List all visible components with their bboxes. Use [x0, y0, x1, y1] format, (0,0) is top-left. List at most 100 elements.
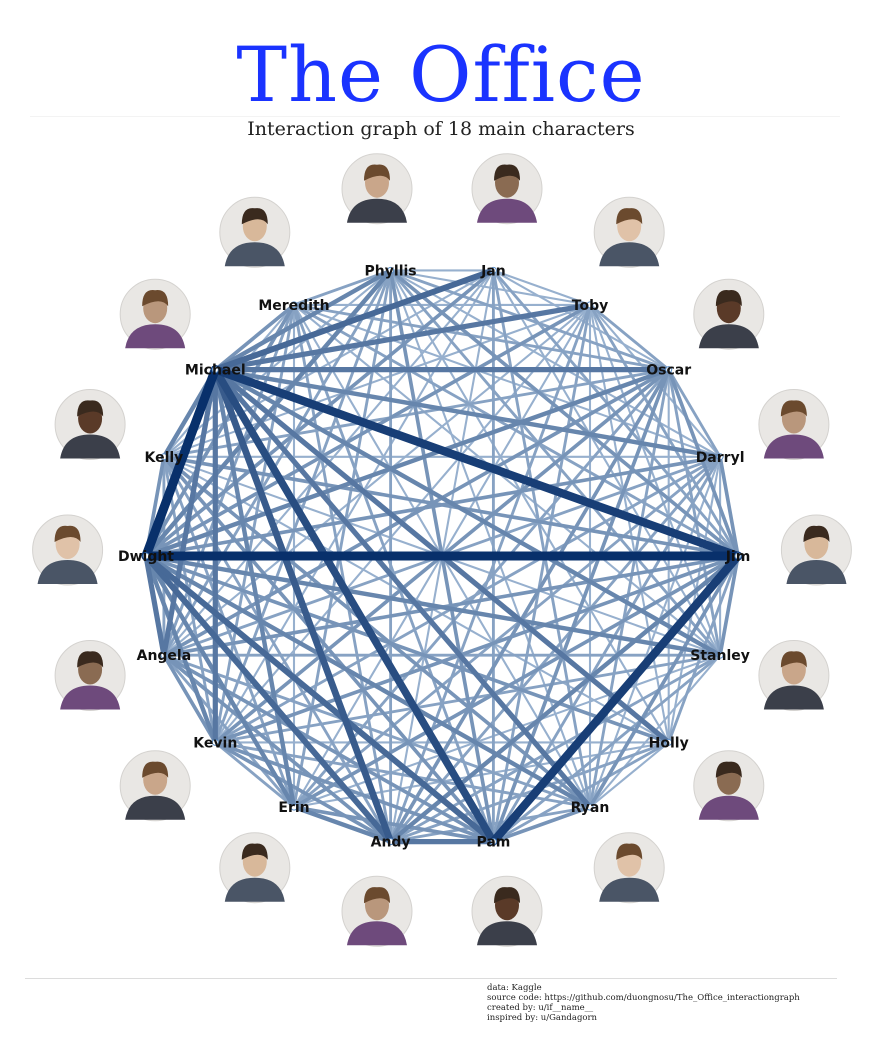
- edge-jim-holly: [667, 554, 740, 744]
- label-ryan: Ryan: [571, 800, 610, 816]
- edge-andy-toby: [389, 303, 592, 844]
- holly-portrait: [693, 750, 765, 822]
- footer-divider: [25, 978, 837, 979]
- edge-andy-meredith: [292, 303, 393, 844]
- node-jim: [734, 552, 742, 560]
- node-dot-layer: [142, 266, 742, 846]
- edge-andy-kevin: [213, 740, 393, 844]
- edge-jim-kevin: [213, 554, 740, 745]
- edge-michael-dwight: [141, 365, 220, 561]
- edge-dwight-jan: [144, 268, 496, 558]
- label-michael: Michael: [185, 363, 246, 379]
- edge-oscar-stanley: [667, 368, 722, 657]
- edge-jan-toby: [492, 269, 592, 306]
- edge-oscar-phyllis: [389, 268, 671, 372]
- edge-jim-stanley: [718, 554, 740, 658]
- andy-portrait: [341, 875, 413, 947]
- edge-pam-stanley: [491, 653, 722, 844]
- edge-kevin-erin: [213, 740, 296, 809]
- edge-jim-toby: [588, 303, 740, 558]
- edge-michael-angela: [161, 367, 218, 658]
- edge-dwight-erin: [143, 553, 297, 810]
- edge-darryl-holly: [667, 455, 722, 744]
- edge-michael-toby: [212, 302, 593, 373]
- edge-jim-darryl: [718, 454, 740, 558]
- edge-michael-phyllis: [213, 268, 393, 372]
- edge-dwight-stanley: [143, 553, 723, 658]
- node-oscar: [665, 366, 673, 374]
- edge-jim-phyllis: [388, 268, 740, 558]
- michael-portrait: [119, 278, 191, 350]
- jim-portrait: [780, 514, 852, 586]
- edge-jan-kevin: [214, 269, 495, 744]
- edge-phyllis-darryl: [389, 269, 722, 458]
- edge-ryan-holly: [588, 741, 670, 809]
- node-kevin: [211, 738, 219, 746]
- label-jan: Jan: [480, 263, 506, 279]
- edge-darryl-meredith: [292, 303, 722, 458]
- label-angela: Angela: [137, 648, 192, 664]
- edge-angela-ryan: [162, 653, 592, 809]
- edge-pam-holly: [491, 740, 671, 844]
- edge-michael-pam: [211, 365, 498, 846]
- edge-dwight-pam: [143, 553, 497, 845]
- edge-kevin-meredith: [213, 303, 296, 744]
- node-stanley: [716, 651, 724, 659]
- edge-andy-kelly: [162, 455, 393, 844]
- edge-kevin-kelly: [162, 455, 217, 744]
- edge-angela-meredith: [162, 303, 296, 657]
- edge-michael-stanley: [213, 367, 723, 658]
- edge-phyllis-meredith: [292, 268, 393, 307]
- angela-portrait: [54, 640, 126, 711]
- edge-erin-darryl: [292, 455, 722, 809]
- pam-portrait: [471, 875, 543, 947]
- edge-oscar-ryan: [588, 368, 671, 809]
- stanley-portrait: [758, 640, 830, 711]
- edge-erin-kelly: [162, 455, 296, 809]
- kelly-portrait: [54, 389, 126, 460]
- node-dwight: [142, 552, 150, 560]
- edge-andy-oscar: [388, 367, 671, 844]
- credit-source-code: source code: https://github.com/duongnos…: [487, 993, 800, 1003]
- meredith-portrait: [219, 196, 291, 268]
- label-pam: Pam: [476, 835, 510, 851]
- label-kevin: Kevin: [193, 735, 237, 751]
- label-toby: Toby: [572, 298, 608, 314]
- edge-jim-kelly: [162, 454, 740, 558]
- edge-jan-stanley: [492, 269, 722, 657]
- label-darryl: Darryl: [696, 450, 745, 466]
- label-oscar: Oscar: [646, 363, 691, 379]
- node-kelly: [160, 453, 168, 461]
- node-holly: [665, 738, 673, 746]
- label-andy: Andy: [371, 835, 411, 851]
- edge-andy-erin: [291, 804, 393, 844]
- page-title: The Office: [236, 30, 646, 119]
- edge-dwight-oscar: [143, 367, 671, 559]
- darryl-portrait: [758, 389, 830, 460]
- node-michael: [211, 366, 219, 374]
- oscar-portrait: [693, 278, 765, 350]
- edge-oscar-darryl: [667, 368, 722, 459]
- label-stanley: Stanley: [690, 648, 750, 664]
- node-toby: [586, 301, 594, 309]
- edge-angela-toby: [162, 303, 592, 657]
- label-meredith: Meredith: [258, 298, 329, 314]
- credit-inspired-by: inspired by: u/Gandagorn: [487, 1013, 598, 1023]
- edge-michael-erin: [213, 367, 297, 810]
- edge-pam-angela: [162, 653, 496, 844]
- node-pam: [489, 838, 497, 846]
- node-darryl: [716, 453, 724, 461]
- credit-created-by: created by: u/if__name__: [487, 1003, 594, 1013]
- title-divider: [30, 116, 840, 117]
- edge-michael-jim: [211, 365, 743, 561]
- erin-portrait: [219, 832, 291, 904]
- edge-kelly-holly: [162, 455, 670, 744]
- edge-jim-ryan: [588, 554, 740, 809]
- node-phyllis: [387, 266, 395, 274]
- node-andy: [387, 838, 395, 846]
- label-holly: Holly: [649, 735, 689, 751]
- ryan-portrait: [593, 832, 665, 904]
- node-erin: [290, 803, 298, 811]
